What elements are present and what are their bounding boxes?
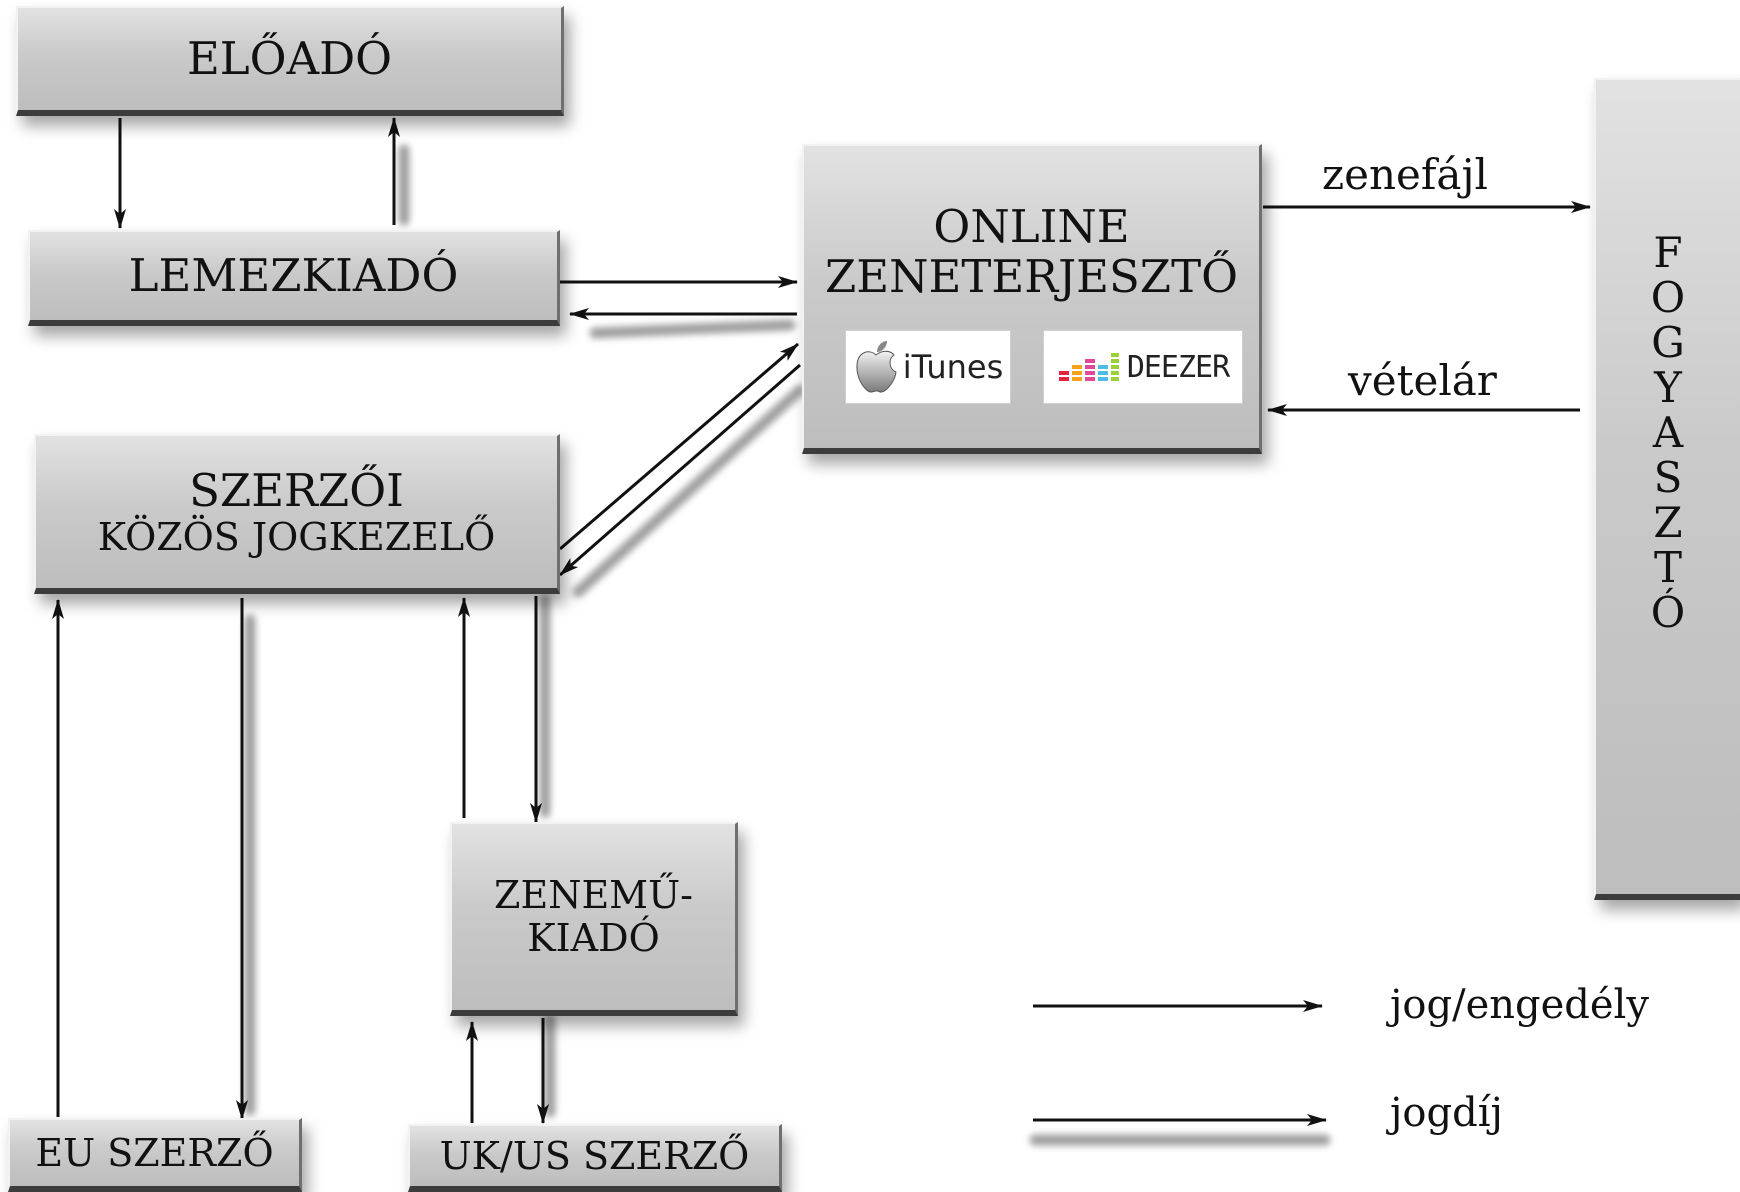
node-eu-szerzo-label: EU SZERZŐ [35, 1130, 274, 1175]
arrow-online-szerzoi-royalty [559, 363, 801, 577]
itunes-logo-text: iTunes [902, 348, 1004, 386]
node-eu-szerzo: EU SZERZŐ [8, 1118, 302, 1192]
legend-right-label: jog/engedély [1390, 982, 1649, 1028]
edge-label-vetelar: vételár [1348, 356, 1497, 405]
deezer-logo-text: DEEZER [1126, 349, 1230, 385]
deezer-equalizer-icon [1058, 353, 1119, 381]
royalty-arrows [236, 117, 1580, 1126]
node-ukus-szerzo: UK/US SZERZŐ [408, 1124, 782, 1192]
apple-icon [856, 341, 897, 393]
royalty-shadows [244, 144, 1331, 1146]
royalty-shadow-online-lemezkiado [589, 319, 796, 339]
node-szerzoi-label-1: SZERZŐI [189, 463, 404, 517]
node-zenemu-label-2: KIADÓ [527, 916, 660, 960]
node-zenemu-kiado: ZENEMŰ- KIADÓ [450, 822, 738, 1016]
node-szerzoi-kozos-jogkezelo: SZERZŐI KÖZÖS JOGKEZELŐ [34, 434, 560, 594]
node-lemezkiado-label: LEMEZKIADÓ [128, 248, 459, 302]
node-zenemu-label-1: ZENEMŰ- [494, 873, 693, 918]
node-online-label-2: ZENETERJESZTŐ [825, 250, 1238, 304]
node-szerzoi-label-2: KÖZÖS JOGKEZELŐ [97, 514, 496, 559]
node-ukus-szerzo-label: UK/US SZERZŐ [439, 1133, 750, 1178]
itunes-logo: iTunes [845, 330, 1011, 404]
arrow-szerzoi-online [559, 342, 799, 551]
node-fogyaszto: FOGYASZTÓ [1594, 78, 1740, 900]
node-online-label-1: ONLINE [933, 200, 1130, 253]
node-eloado: ELŐADÓ [16, 6, 564, 116]
royalty-shadow-online-szerzoi [572, 384, 806, 598]
edge-label-zenefajl: zenefájl [1322, 150, 1488, 199]
right-arrows [52, 118, 1591, 1123]
node-eloado-label: ELŐADÓ [186, 31, 393, 85]
deezer-logo: DEEZER [1043, 330, 1243, 404]
legend-royalty-label: jogdíj [1390, 1090, 1503, 1136]
node-fogyaszto-label: FOGYASZTÓ [1650, 228, 1686, 637]
node-lemezkiado: LEMEZKIADÓ [28, 230, 560, 326]
node-online-zeneterjeszto: ONLINE ZENETERJESZTŐ [802, 144, 1262, 454]
